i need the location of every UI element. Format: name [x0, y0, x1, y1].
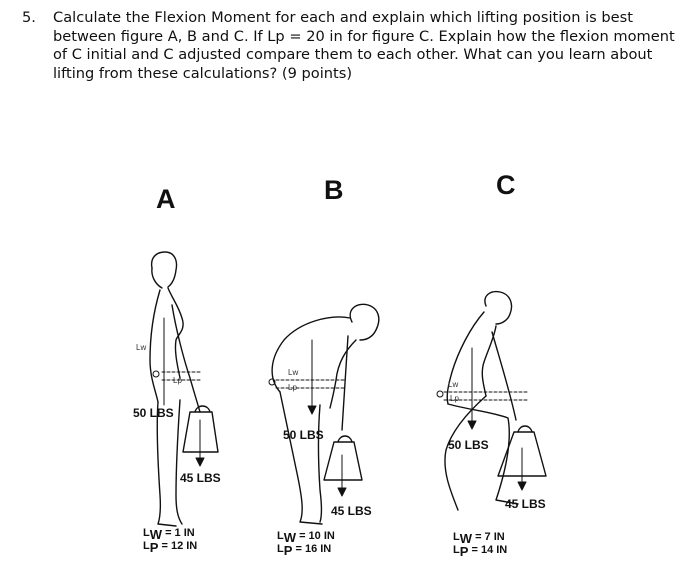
figure-c-small-lp: Lp: [450, 394, 459, 403]
figure-b-body-weight: 50 LBS: [283, 428, 324, 442]
figure-c-lw: LW = 7 IN: [453, 531, 505, 546]
figure-a-letter: A: [156, 184, 176, 214]
figure-c-small-lw: Lw: [448, 380, 459, 389]
figure-b-lp: LP = 16 IN: [277, 543, 332, 558]
figure-b-person: [271, 303, 380, 525]
figure-a-lw: LW = 1 IN: [143, 527, 195, 542]
figure-a-moment-lines: [152, 317, 205, 467]
figure-b-small-lp: Lp: [288, 383, 297, 392]
figure-a-person: [149, 251, 219, 527]
question-block: 5. Calculate the Flexion Moment for each…: [22, 9, 682, 83]
figure-b-letter: B: [324, 175, 344, 205]
figure-b-moment-lines: [268, 339, 347, 497]
figure-b-lw: LW = 10 IN: [277, 530, 335, 545]
question-text: Calculate the Flexion Moment for each an…: [53, 9, 675, 82]
figure-c-letter: C: [496, 170, 516, 200]
figure-a-small-lp: Lp: [173, 376, 182, 385]
figure-a-load: 45 LBS: [180, 471, 221, 485]
figure-c-body-weight: 50 LBS: [448, 438, 489, 452]
figure-a-lp: LP = 12 IN: [143, 540, 198, 555]
question-number: 5.: [22, 9, 36, 26]
figure-c-moment-lines: [436, 347, 529, 491]
figure-b-small-lw: Lw: [288, 368, 299, 377]
figure-b-load: 45 LBS: [331, 504, 372, 518]
figure-a-body-weight: 50 LBS: [133, 406, 174, 420]
figure-c-load: 45 LBS: [505, 497, 546, 511]
figure-c-lp: LP = 14 IN: [453, 544, 508, 559]
figure-c-person: [444, 290, 547, 511]
figure-a-small-lw: Lw: [136, 343, 147, 352]
